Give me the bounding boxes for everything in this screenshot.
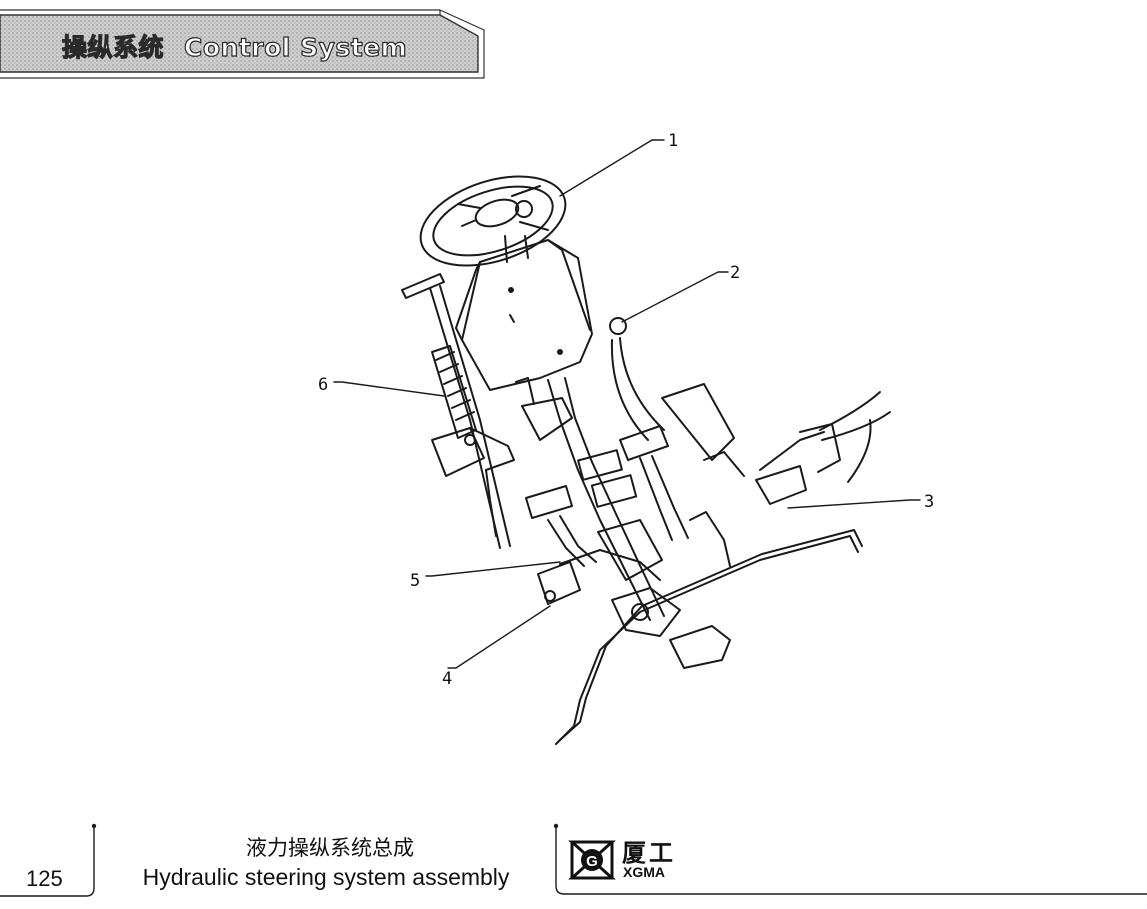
footer-rules <box>0 823 1147 897</box>
steering-system-diagram: 1 2 3 4 5 6 <box>318 131 934 745</box>
callout-5: 5 <box>410 571 420 591</box>
steering-column-drawing <box>515 377 665 621</box>
steering-wheel-drawing <box>419 175 567 267</box>
section-title: 操纵系统 Control System <box>61 28 408 64</box>
callout-3: 3 <box>924 492 934 512</box>
section-header-banner: 操纵系统 Control System <box>0 0 490 82</box>
callout-2: 2 <box>730 263 740 283</box>
pedals-drawing <box>525 425 731 567</box>
xgma-logo: G <box>568 840 616 880</box>
figure-caption-zh: 液力操纵系统总成 <box>246 836 414 860</box>
section-title-zh: 操纵系统 <box>61 32 165 62</box>
callout-1: 1 <box>668 131 678 151</box>
figure-caption-en: Hydraulic steering system assembly <box>142 864 510 890</box>
section-title-en: Control System <box>183 32 408 62</box>
brand-name-en: XGMA <box>623 864 665 880</box>
callout-leaders <box>333 139 921 669</box>
throttle-pedal-drawing <box>609 317 891 505</box>
brake-valve-drawing <box>537 519 731 669</box>
page-number: 125 <box>26 866 63 891</box>
hand-brake-lever-drawing <box>401 273 515 549</box>
brand-name-zh: 厦工 <box>622 839 676 867</box>
callout-6: 6 <box>318 375 328 395</box>
brake-line-drawing <box>555 529 863 745</box>
column-cover-drawing <box>455 239 593 391</box>
svg-text:G: G <box>586 853 598 870</box>
callout-4: 4 <box>442 669 452 689</box>
